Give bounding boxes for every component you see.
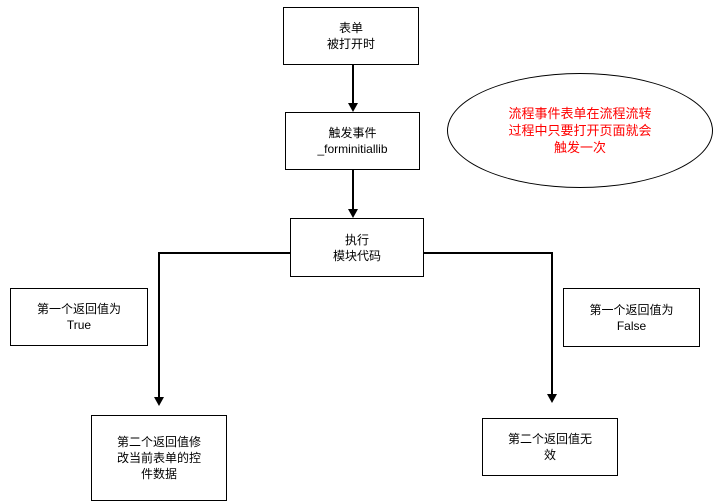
node-second-return-invalid: 第二个返回值无 效 — [482, 418, 618, 476]
node-second-return-modify: 第二个返回值修 改当前表单的控 件数据 — [91, 415, 227, 501]
node-trigger-event-line1: 触发事件 — [328, 126, 377, 140]
note-line2: 过程中只要打开页面就会 — [508, 123, 652, 138]
node-trigger-event: 触发事件 _forminitiallib — [285, 112, 420, 170]
node-true-branch: 第一个返回值为 True — [10, 288, 148, 346]
node-second-return-modify-line2: 改当前表单的控 — [116, 451, 201, 465]
connector-right-horizontal — [424, 252, 552, 254]
connector-left-vertical — [158, 252, 160, 397]
connector-right-vertical — [551, 252, 553, 394]
arrowhead-down-icon — [547, 394, 557, 403]
node-form-opened-line1: 表单 — [338, 21, 363, 35]
node-trigger-event-line2: _forminitiallib — [317, 142, 388, 156]
note-line3: 触发一次 — [553, 140, 606, 155]
connector-top-to-trigger — [352, 65, 354, 103]
node-false-branch-line1: 第一个返回值为 — [589, 302, 674, 317]
node-execute-line2: 模块代码 — [332, 248, 381, 263]
node-second-return-modify-line1: 第二个返回值修 — [116, 435, 201, 449]
node-false-branch: 第一个返回值为 False — [563, 288, 700, 347]
node-true-branch-line2: True — [66, 318, 92, 332]
node-false-branch-line2: False — [616, 318, 647, 333]
node-execute-line1: 执行 — [344, 232, 369, 247]
node-second-return-modify-line3: 件数据 — [140, 467, 177, 481]
arrowhead-down-icon — [348, 103, 358, 112]
note-line1: 流程事件表单在流程流转 — [508, 106, 652, 121]
node-form-opened: 表单 被打开时 — [283, 7, 419, 65]
node-true-branch-line1: 第一个返回值为 — [36, 302, 121, 316]
node-second-return-invalid-line2: 效 — [543, 448, 556, 462]
node-second-return-invalid-line1: 第二个返回值无 — [507, 432, 592, 446]
note-ellipse: 流程事件表单在流程流转 过程中只要打开页面就会 触发一次 — [447, 73, 713, 188]
arrowhead-down-icon — [154, 397, 164, 406]
arrowhead-down-icon — [348, 209, 358, 218]
connector-trigger-to-execute — [352, 170, 354, 209]
connector-left-horizontal — [158, 252, 290, 254]
node-form-opened-line2: 被打开时 — [326, 37, 375, 51]
node-execute: 执行 模块代码 — [290, 218, 424, 277]
